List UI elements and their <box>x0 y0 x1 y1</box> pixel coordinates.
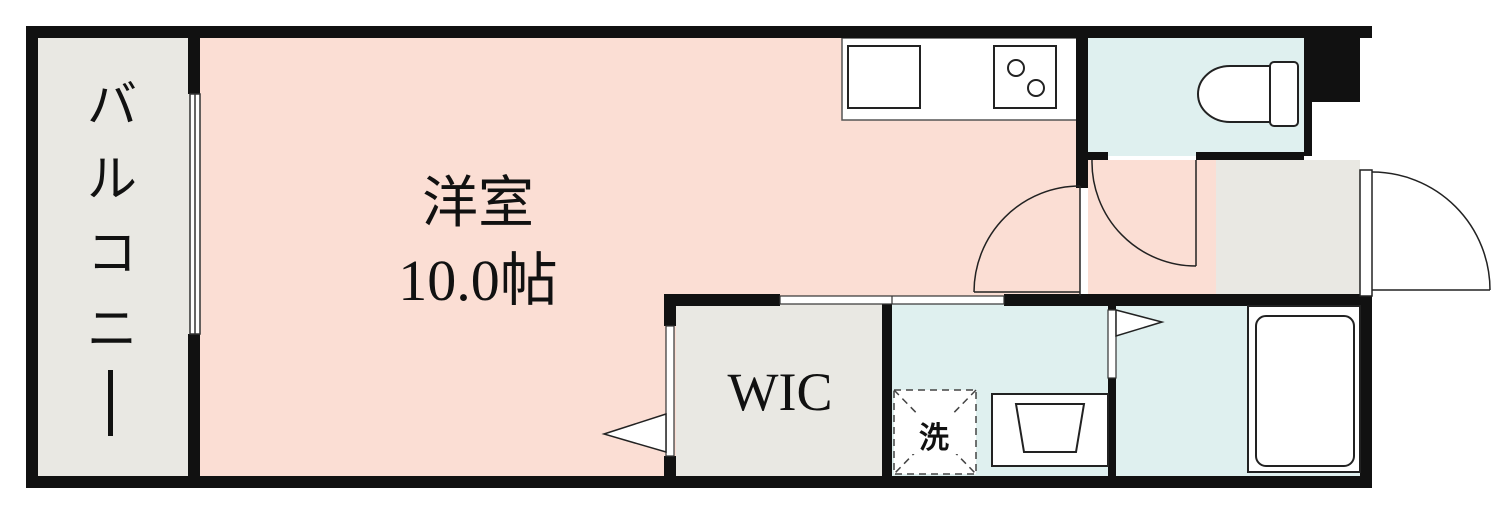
wash-basin <box>991 393 1109 467</box>
toilet-fixture <box>1197 61 1299 127</box>
toilet-door <box>1091 159 1197 267</box>
walls <box>26 26 1372 488</box>
entrance-area <box>1088 160 1216 296</box>
shoe-storage-area <box>1216 160 1360 296</box>
balcony-label-char-5 <box>108 370 113 436</box>
sink <box>847 45 921 109</box>
balcony-label-char-2: ル <box>87 150 137 208</box>
wic-door-marker <box>601 412 667 453</box>
stove-burner-2 <box>1027 79 1045 97</box>
balcony-area <box>36 36 192 480</box>
wic-label: WIC <box>728 362 833 422</box>
balcony-label-char-1: バ <box>87 76 137 134</box>
balcony-label-char-4: ニ <box>87 300 137 358</box>
balcony-window <box>189 93 201 335</box>
bathroom-door-marker <box>1115 309 1165 338</box>
western-room-name: 洋室 <box>422 171 534 236</box>
wic-area <box>676 304 886 480</box>
wic-door-jamb <box>665 325 675 457</box>
western-room-size: 10.0帖 <box>398 248 558 313</box>
bathroom-door-jamb <box>1107 309 1117 379</box>
stove-burner-1 <box>1007 59 1025 77</box>
room-door <box>973 185 1081 296</box>
washroom-sliding-door <box>779 295 1005 305</box>
balcony-label-char-3: コ <box>87 224 137 282</box>
bathtub <box>1247 305 1361 473</box>
washing-machine-space <box>893 389 977 475</box>
laundry-label: 洗 <box>919 421 949 456</box>
front-door <box>1359 169 1491 297</box>
stove <box>993 45 1057 109</box>
